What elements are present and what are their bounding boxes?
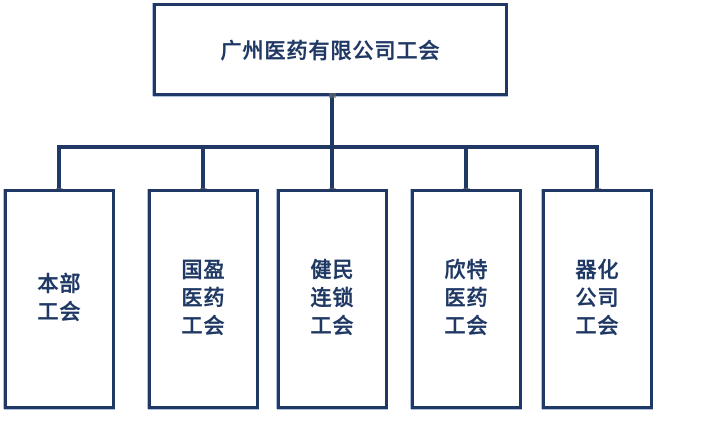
connector-drop-xinte — [464, 145, 468, 192]
child-node-jianmin: 健民 连锁 工会 — [277, 189, 388, 409]
connector-stem — [330, 95, 334, 149]
connector-drop-qihua — [595, 145, 599, 192]
child-node-benbu-label: 本部 工会 — [37, 273, 82, 324]
child-node-qihua-label: 器化 公司 工会 — [575, 259, 620, 338]
child-node-xinte: 欣特 医药 工会 — [411, 189, 522, 409]
child-node-qihua: 器化 公司 工会 — [542, 189, 653, 409]
root-node: 广州医药有限公司工会 — [153, 3, 508, 96]
child-node-benbu: 本部 工会 — [4, 189, 115, 409]
connector-drop-jianmin — [330, 145, 334, 192]
child-node-guoying: 国盈 医药 工会 — [148, 189, 259, 409]
connector-rail — [58, 145, 599, 149]
child-node-jianmin-label: 健民 连锁 工会 — [310, 259, 355, 338]
connector-joint-root — [329, 93, 336, 98]
child-node-guoying-label: 国盈 医药 工会 — [181, 259, 226, 338]
connector-drop-benbu — [57, 145, 61, 192]
child-node-xinte-label: 欣特 医药 工会 — [444, 259, 489, 338]
connector-drop-guoying — [201, 145, 205, 192]
root-node-label: 广州医药有限公司工会 — [220, 39, 441, 63]
